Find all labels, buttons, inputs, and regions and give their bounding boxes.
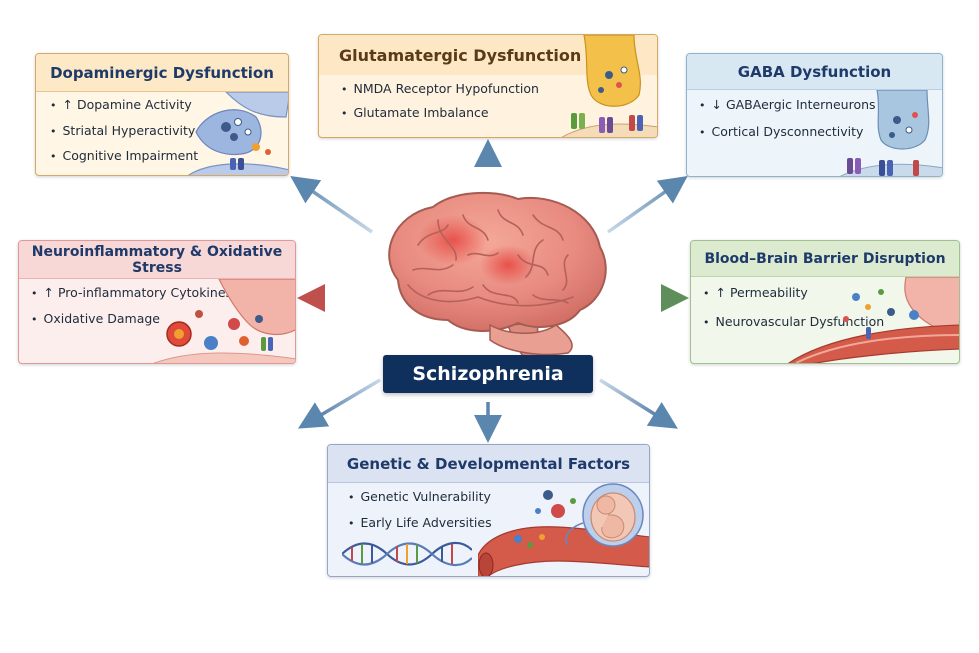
- panel-list: ↓ GABAergic Interneurons Cortical Dyscon…: [699, 98, 876, 152]
- panel-gaba: GABA Dysfunction ↓ GABAergic Interneuron…: [686, 53, 943, 177]
- blood-vessel-icon: [788, 277, 959, 363]
- cytokine-icon: [153, 279, 295, 363]
- panel-glutamatergic: Glutamatergic Dysfunction NMDA Receptor …: [318, 34, 658, 138]
- panel-neuroinflammatory: Neuroinflammatory & Oxidative Stress ↑ P…: [18, 240, 296, 364]
- panel-blood-brain-barrier: Blood–Brain Barrier Disruption ↑ Permeab…: [690, 240, 960, 364]
- list-item: Neurovascular Dysfunction: [703, 315, 885, 329]
- synapse-icon: [840, 90, 942, 176]
- list-item: Cognitive Impairment: [50, 149, 199, 163]
- list-item: ↑ Permeability: [703, 286, 884, 300]
- list-item: Cortical Dysconnectivity: [699, 125, 876, 139]
- arrow-to-genetic-right: [599, 378, 678, 429]
- panel-title: Neuroinflammatory & Oxidative Stress: [19, 241, 295, 279]
- fetus-icon: [535, 483, 644, 547]
- list-item: Early Life Adversities: [348, 516, 492, 530]
- arrow-to-gaba: [606, 175, 688, 234]
- brain-icon: [388, 191, 607, 360]
- panel-list: ↑ Permeability Neurovascular Dysfunction: [703, 286, 885, 344]
- panel-list: NMDA Receptor Hypofunction Glutamate Imb…: [341, 82, 539, 130]
- panel-title: Genetic & Developmental Factors: [328, 445, 649, 483]
- synapse-icon: [561, 35, 657, 137]
- list-item: ↑ Dopamine Activity: [50, 98, 198, 112]
- arrow-to-genetic-left: [297, 378, 381, 429]
- list-item: Striatal Hyperactivity: [50, 124, 198, 138]
- synapse-icon: [188, 92, 288, 175]
- panel-title: GABA Dysfunction: [687, 54, 942, 90]
- panel-title: Dopaminergic Dysfunction: [36, 54, 288, 92]
- list-item: Glutamate Imbalance: [341, 106, 539, 120]
- list-item: ↓ GABAergic Interneurons: [699, 98, 876, 112]
- panel-title: Blood–Brain Barrier Disruption: [691, 241, 959, 277]
- panel-list: ↑ Dopamine Activity Striatal Hyperactivi…: [50, 98, 199, 175]
- dna-icon: [342, 541, 472, 567]
- schizophrenia-label: Schizophrenia: [383, 355, 593, 393]
- list-item: ↑ Pro-inflammatory Cytokines: [31, 286, 233, 300]
- arrow-to-dopamine: [290, 176, 373, 234]
- panel-dopaminergic: Dopaminergic Dysfunction ↑ Dopamine Acti…: [35, 53, 289, 176]
- list-item: NMDA Receptor Hypofunction: [341, 82, 539, 96]
- panel-genetic-developmental: Genetic & Developmental Factors Genetic …: [327, 444, 650, 577]
- list-item: Genetic Vulnerability: [348, 490, 492, 504]
- panel-list: Genetic Vulnerability Early Life Adversi…: [348, 490, 492, 542]
- list-item: Oxidative Damage: [31, 312, 232, 326]
- panel-list: ↑ Pro-inflammatory Cytokines Oxidative D…: [31, 286, 233, 338]
